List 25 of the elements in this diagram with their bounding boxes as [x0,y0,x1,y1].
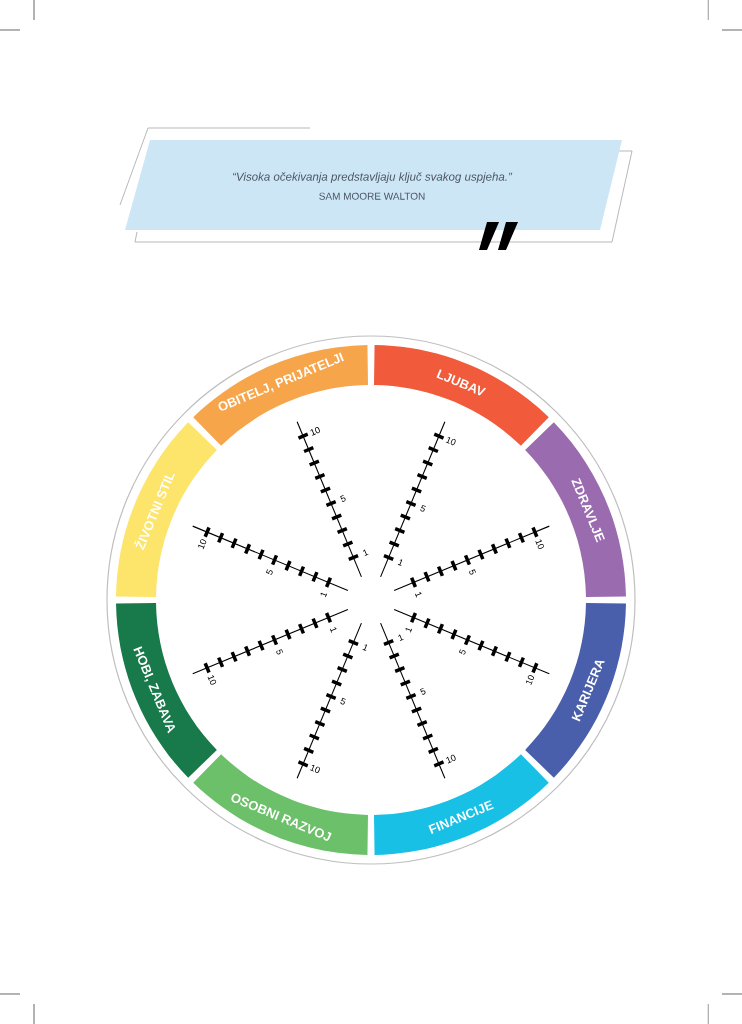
scale-number: 1 [398,634,404,642]
scale-number: 5 [340,697,346,705]
scale-number: 10 [445,437,456,446]
scale-number: 1 [405,627,413,633]
scale-number: 10 [526,675,534,686]
scale-number: 1 [329,627,337,633]
scale-number: 1 [363,549,369,557]
scale-number: 10 [198,539,207,550]
scale-number: 10 [207,675,217,685]
quote-banner: “Visoka očekivanja predstavljaju ključ svakog uspjeha.” SAM MOORE WALTON [125,140,622,230]
scale-number: 5 [340,495,346,502]
scale-number: 1 [320,592,328,598]
scale-number: 5 [420,504,426,512]
scale-number: 1 [362,644,368,652]
scale-number: 1 [397,559,403,567]
scale-number: 5 [469,569,476,575]
scale-number: 10 [309,765,320,773]
scale-number: 5 [266,569,273,575]
scale-number: 1 [414,592,422,598]
scale-number: 10 [446,754,456,764]
scale-number: 10 [310,427,320,436]
scale-number: 5 [276,649,284,655]
scale-number: 5 [420,687,426,695]
scale-number: 5 [458,649,466,655]
scale-number: 10 [535,539,544,549]
